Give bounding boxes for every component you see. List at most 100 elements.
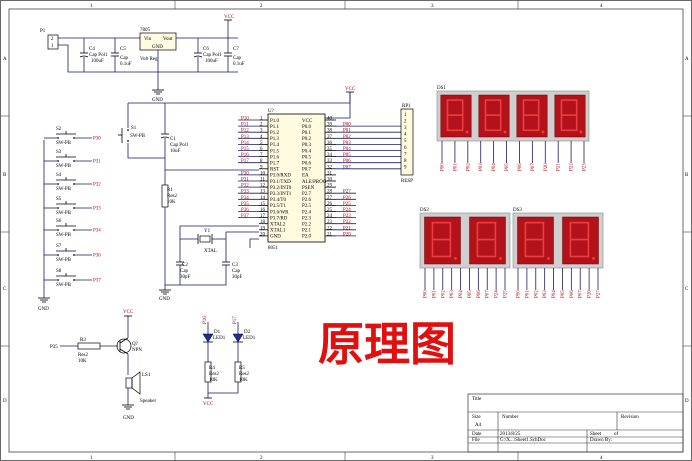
d1-ref: D1 [214, 330, 221, 335]
mcu-pin-number: 29 [327, 184, 333, 189]
title-block: Title Size A4 Number Revision Date 2013/… [467, 393, 684, 453]
display-pin-net: P01 [453, 163, 458, 171]
c4-ref: C4 [89, 47, 95, 52]
gnd-label-buttons: GND [38, 307, 49, 312]
display-pin-net: P06 [518, 163, 523, 171]
tb-size-value: A4 [475, 423, 482, 428]
c1-ref: C1 [170, 137, 176, 142]
mcu-pin-number: 20 [260, 232, 266, 237]
button-contact [73, 279, 75, 281]
mcu-pin-name: ALE/PROG [302, 180, 327, 185]
r4-value2: 10K [209, 378, 218, 383]
button-net: P33 [93, 207, 101, 212]
power-section: P1 2 1 7805 Vin Vout GND Volt Reg VCC [40, 15, 245, 103]
mcu-left-net: P31 [241, 178, 249, 183]
mcu-left-net: P10 [241, 117, 249, 122]
buzzer-section: P35 R3 Res2 10K VCC Q? NPN LS1 Speaker G… [50, 310, 156, 421]
mcu-pin-name: VCC [302, 119, 313, 124]
button-value: SW-PB [56, 211, 72, 216]
c7-ref: C7 [233, 47, 239, 52]
mcu-pin-name: P1.1 [270, 125, 280, 130]
mcu-right-net: P23 [343, 214, 351, 219]
p1-ref: P1 [40, 29, 46, 34]
tb-number-label: Number [502, 415, 519, 420]
display-pin-net: P07 [579, 290, 584, 298]
c1-value: Cap Pol1 [170, 143, 189, 148]
display-pin-net: P06 [570, 290, 575, 298]
mcu-pin-name: P3.3/INT1 [270, 192, 292, 197]
ls1-value: Speaker [140, 399, 156, 404]
mcu-pin-number: 17 [260, 214, 266, 219]
tb-title: Title [472, 397, 482, 402]
c7-value2: 0.1uF [233, 62, 245, 67]
display-pin-net: P26 [588, 290, 593, 298]
display-pin-net: P03 [479, 163, 484, 171]
mcu-left-net: P11 [241, 123, 249, 128]
c4-value2: 100uF [91, 59, 104, 64]
display-pin-net: P05 [468, 290, 473, 298]
rp1-pin-number: 7 [404, 152, 407, 157]
mcu-pin-number: 22 [327, 226, 333, 231]
r5-value2: 10K [239, 378, 248, 383]
button-ref: S6 [56, 219, 62, 224]
mcu-pin-number: 30 [327, 178, 333, 183]
button-net: P34 [93, 229, 101, 234]
rp1-pin-number: 3 [404, 126, 407, 131]
column-label-top: 4 [600, 4, 603, 9]
mcu-pin-name: P2.6 [302, 198, 312, 203]
mcu-pin-number: 21 [327, 232, 333, 237]
display-ref: DS3 [513, 208, 522, 213]
crystal-section: Y1 XTAL C2 Cap 30pF C3 Cap 30pF [165, 225, 259, 286]
mcu-left-net: P14 [241, 141, 249, 146]
column-label-bottom: 2 [260, 456, 263, 461]
button-contact [57, 160, 59, 162]
reg-vin: Vin [144, 37, 152, 42]
mcu-pin-number: 40 [327, 117, 333, 122]
c4-value: Cap Pol1 [89, 53, 108, 58]
display-pin-net: P04 [552, 290, 557, 298]
display-pin-net: P01 [525, 290, 530, 298]
mcu-right-net: P25 [343, 202, 351, 207]
mcu-left-net: P35 [241, 202, 249, 207]
reg-ref: 7805 [140, 28, 151, 33]
vcc-label-buzzer: VCC [123, 310, 134, 315]
digit-dot [499, 256, 502, 260]
mcu-pin-number: 1 [260, 117, 263, 122]
tb-date-value: 2013/8/25 [500, 432, 521, 437]
digit-dot [503, 130, 507, 134]
rp1-ref: RP1 [402, 104, 411, 109]
display-pin-net: P24 [495, 290, 500, 298]
mcu-pin-name: P3.0/RXD [270, 174, 291, 179]
c6-value: Cap Pol1 [203, 53, 222, 58]
rp1-pin-number: 1 [404, 113, 407, 118]
mcu-pin-name: P1.6 [270, 155, 280, 160]
button-ref: S7 [56, 244, 62, 249]
c7-value: Cap [233, 56, 242, 61]
c6-value2: 100uF [205, 59, 218, 64]
mcu-left-net: P13 [241, 135, 249, 140]
mcu-pin-name: P3.7/RD [270, 216, 288, 221]
mcu-body [267, 113, 326, 243]
display-pin-net: P04 [459, 290, 464, 298]
button-contact [73, 229, 75, 231]
cap-c5 [111, 38, 119, 72]
button-ref: S4 [56, 173, 62, 178]
display-pin-net: P05 [561, 290, 566, 298]
d1-value: LED1 [213, 336, 226, 341]
mcu-pin-number: 2 [260, 123, 263, 128]
button-net: P30 [93, 137, 101, 142]
button-ref: S8 [56, 269, 62, 274]
button-ref: S5 [56, 197, 62, 202]
mcu-pin-name: P0.1 [302, 131, 312, 136]
